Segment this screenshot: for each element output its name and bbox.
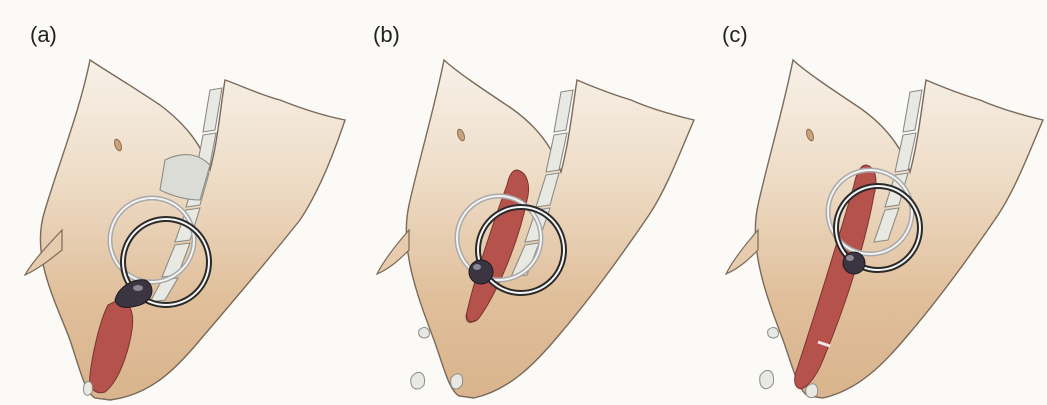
panel-label-b: (b) [373,22,400,48]
nut [469,260,493,284]
panel-c: (c) [698,0,1047,405]
panel-label-c: (c) [722,22,748,48]
panel-a: (a) [0,0,349,405]
limb-silhouette [406,60,694,398]
nut [843,252,865,274]
hoof-tip [419,328,430,338]
limb-silhouette [755,60,1043,398]
hoof-tip [451,374,463,389]
tail-contour [726,230,758,274]
panel-label-a: (a) [30,22,57,48]
hoof-tip [768,328,779,338]
hoof-tip [84,381,93,395]
hoof-tip [760,370,774,388]
tail-contour [377,230,409,274]
panel-b-illustration [349,0,698,405]
hoof-tip [411,372,425,389]
hoof-tip [806,384,818,398]
panel-a-illustration [0,0,349,405]
panel-c-illustration [698,0,1047,405]
panel-b: (b) [349,0,698,405]
